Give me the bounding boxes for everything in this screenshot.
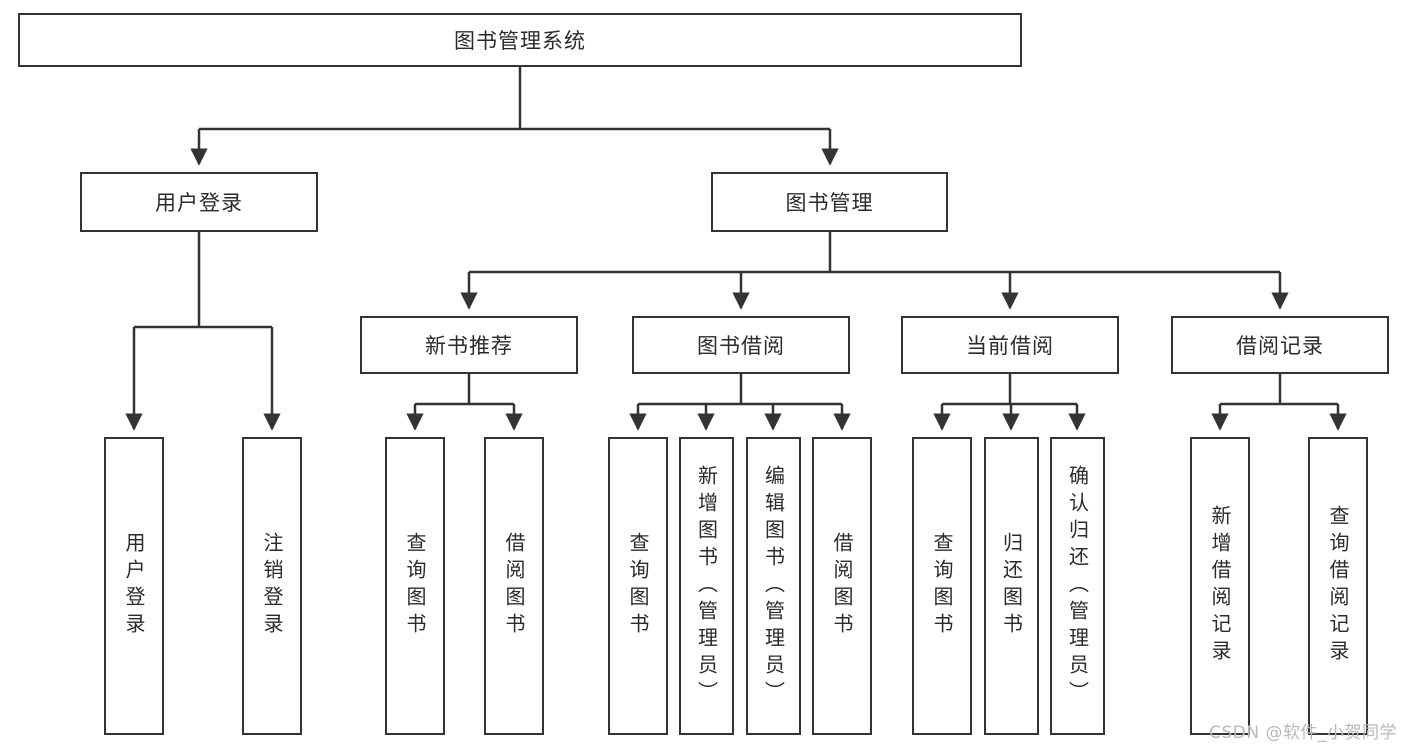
node-leaf-confirm-return-admin[interactable]: 确认归还（管理员） [1050, 437, 1105, 735]
node-borrow-record-label: 借阅记录 [1236, 334, 1324, 358]
node-leaf-query-book-recommend-label: 查询图书 [403, 532, 427, 640]
node-leaf-query-book-borrow-label: 查询图书 [626, 532, 650, 640]
node-new-book-recommend[interactable]: 新书推荐 [360, 316, 578, 374]
node-leaf-borrow-book-recommend[interactable]: 借阅图书 [484, 437, 544, 735]
node-leaf-logout[interactable]: 注销登录 [242, 437, 302, 735]
edges-userlogin-to-leaves [125, 232, 281, 431]
node-leaf-add-borrow-record-label: 新增借阅记录 [1208, 505, 1232, 667]
node-book-manage[interactable]: 图书管理 [711, 172, 948, 232]
node-leaf-query-book-recommend[interactable]: 查询图书 [385, 437, 445, 735]
node-leaf-edit-book-admin-label: 编辑图书（管理员） [761, 464, 786, 708]
node-current-borrow[interactable]: 当前借阅 [901, 316, 1119, 374]
node-leaf-query-borrow-record[interactable]: 查询借阅记录 [1308, 437, 1368, 735]
node-leaf-logout-label: 注销登录 [260, 532, 284, 640]
node-leaf-return-book-label: 归还图书 [999, 532, 1024, 640]
node-leaf-query-book-borrow[interactable]: 查询图书 [608, 437, 668, 735]
node-root[interactable]: 图书管理系统 [18, 13, 1022, 67]
node-root-label: 图书管理系统 [454, 29, 586, 53]
node-leaf-query-book-current[interactable]: 查询图书 [912, 437, 972, 735]
node-book-borrow-label: 图书借阅 [697, 334, 785, 358]
node-leaf-query-borrow-record-label: 查询借阅记录 [1326, 505, 1350, 667]
edges-currentborrow-to-leaves [933, 374, 1086, 431]
node-leaf-add-book-admin-label: 新增图书（管理员） [694, 464, 719, 708]
node-current-borrow-label: 当前借阅 [966, 334, 1054, 358]
node-leaf-borrow-book[interactable]: 借阅图书 [812, 437, 872, 735]
node-book-manage-label: 图书管理 [785, 191, 874, 215]
node-leaf-user-login[interactable]: 用户登录 [104, 437, 164, 735]
node-new-book-recommend-label: 新书推荐 [425, 334, 513, 358]
node-borrow-record[interactable]: 借阅记录 [1171, 316, 1389, 374]
node-leaf-edit-book-admin[interactable]: 编辑图书（管理员） [746, 437, 801, 735]
edges-bookborrow-to-leaves [629, 374, 851, 431]
node-leaf-return-book[interactable]: 归还图书 [984, 437, 1039, 735]
node-leaf-add-book-admin[interactable]: 新增图书（管理员） [679, 437, 734, 735]
node-user-login-label: 用户登录 [155, 191, 243, 215]
node-leaf-add-borrow-record[interactable]: 新增借阅记录 [1190, 437, 1250, 735]
node-user-login[interactable]: 用户登录 [80, 172, 318, 232]
csdn-watermark: CSDN @软件_小贺同学 [1209, 723, 1397, 743]
node-leaf-query-book-current-label: 查询图书 [930, 532, 954, 640]
node-leaf-borrow-book-label: 借阅图书 [830, 532, 854, 640]
node-leaf-user-login-label: 用户登录 [122, 532, 146, 640]
edges-bookmanage-to-level2 [460, 232, 1289, 310]
node-leaf-borrow-book-recommend-label: 借阅图书 [502, 532, 526, 640]
edges-root-to-level1 [190, 67, 839, 166]
edges-recommend-to-leaves [406, 374, 523, 431]
edges-borrowrecord-to-leaves [1211, 374, 1347, 431]
node-leaf-confirm-return-admin-label: 确认归还（管理员） [1065, 464, 1090, 708]
node-book-borrow[interactable]: 图书借阅 [632, 316, 850, 374]
